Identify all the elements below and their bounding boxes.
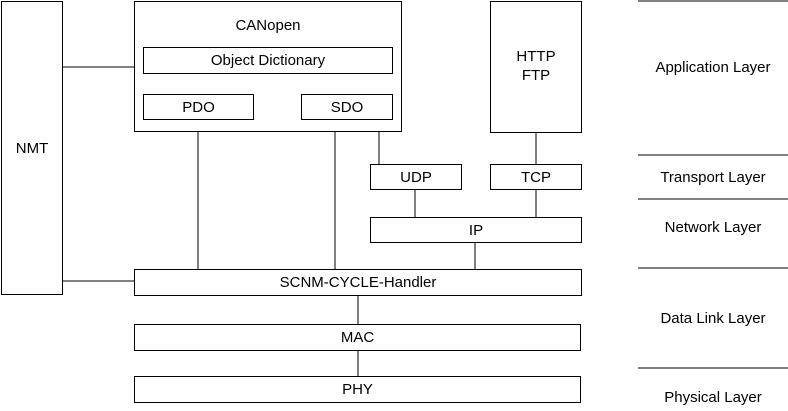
tcp-label: TCP xyxy=(521,168,551,186)
udp-label: UDP xyxy=(400,168,432,186)
sdo-block xyxy=(301,94,393,120)
ip-block xyxy=(370,217,582,243)
ip-label: IP xyxy=(468,221,484,239)
transport-layer-label: Transport Layer xyxy=(660,168,766,186)
http-ftp-label: HTTP FTP xyxy=(516,48,556,84)
http-ftp-block xyxy=(490,1,582,133)
object-dictionary-label: Object Dictionary xyxy=(210,52,326,69)
physical-layer-label: Physical Layer xyxy=(664,388,762,406)
nmt-label: NMT xyxy=(15,139,49,157)
network-layer-label: Network Layer xyxy=(664,218,762,236)
scnm-cycle-handler-block xyxy=(134,269,582,296)
sdo-label: SDO xyxy=(330,98,364,116)
object-dictionary-block xyxy=(143,47,393,74)
pdo-block xyxy=(143,94,254,120)
phy-block xyxy=(134,376,581,403)
pdo-label: PDO xyxy=(182,98,215,116)
mac-block xyxy=(134,324,581,351)
nmt-block xyxy=(1,1,63,295)
scnm-cycle-handler-label: SCNM-CYCLE-Handler xyxy=(279,274,437,291)
phy-label: PHY xyxy=(342,381,373,398)
tcp-block xyxy=(490,164,582,190)
canopen-label: CANopen xyxy=(235,16,301,34)
data-link-layer-label: Data Link Layer xyxy=(660,309,766,327)
mac-label: MAC xyxy=(340,329,375,346)
udp-block xyxy=(370,164,462,190)
application-layer-label: Application Layer xyxy=(655,58,771,76)
